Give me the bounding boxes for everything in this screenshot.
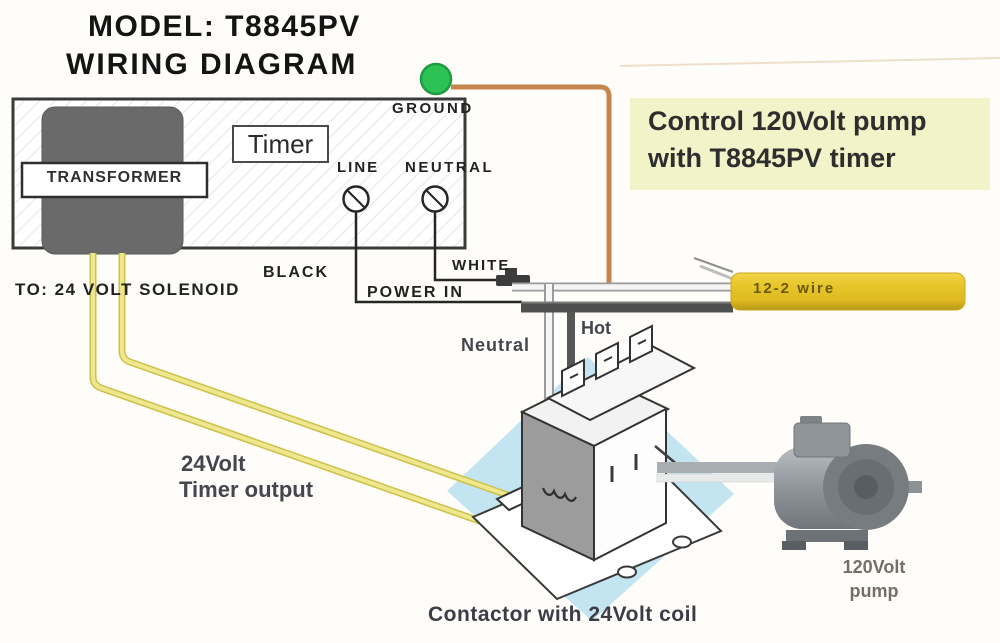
yellow-24v-wires: [89, 253, 518, 534]
pump-label-line2: pump: [849, 581, 899, 602]
diagram-title-line2: WIRING DIAGRAM: [66, 48, 358, 81]
neutral-terminal-label: NEUTRAL: [405, 159, 495, 176]
white-wire-label: WHITE: [452, 257, 511, 274]
solenoid-label: TO: 24 VOLT SOLENOID: [15, 280, 240, 299]
ground-label: GROUND: [392, 100, 474, 117]
line-label: LINE: [337, 159, 380, 176]
photo-artifact-line: [619, 57, 1000, 67]
timer-output-label-line1: 24Volt: [181, 451, 246, 476]
ground-wire-orange: [451, 84, 612, 288]
cable-label: 12-2 wire: [753, 280, 836, 297]
ground-terminal: [419, 62, 453, 96]
diagram-title-line1: MODEL: T8845PV: [88, 10, 361, 43]
neutral-wire-label: Neutral: [461, 335, 531, 355]
neutral-terminal: [421, 185, 449, 213]
pump-label: 120Volt pump: [818, 555, 930, 604]
timer-label: Timer: [247, 129, 314, 159]
cable-12-2: [730, 272, 966, 311]
timer-label-box: [232, 125, 329, 163]
note-line1: Control 120Volt pump: [648, 106, 927, 136]
line-terminal: [342, 185, 370, 213]
contactor-caption: Contactor with 24Volt coil: [428, 603, 698, 626]
note-line2: with T8845PV timer: [648, 143, 896, 173]
black-wire-label: BLACK: [263, 264, 329, 281]
hot-wire-label: Hot: [581, 318, 611, 338]
pump-motor: [774, 416, 922, 550]
black-wires: [354, 212, 522, 304]
contactor: [471, 324, 723, 601]
power-in-label: POWER IN: [367, 284, 464, 301]
transformer-label: TRANSFORMER: [46, 169, 183, 186]
transformer-label-box: [20, 161, 209, 199]
pump-wire: [656, 462, 789, 483]
note-background: [630, 98, 990, 190]
pump-label-line1: 120Volt: [842, 557, 906, 577]
timer-output-label-line2: Timer output: [179, 477, 314, 502]
